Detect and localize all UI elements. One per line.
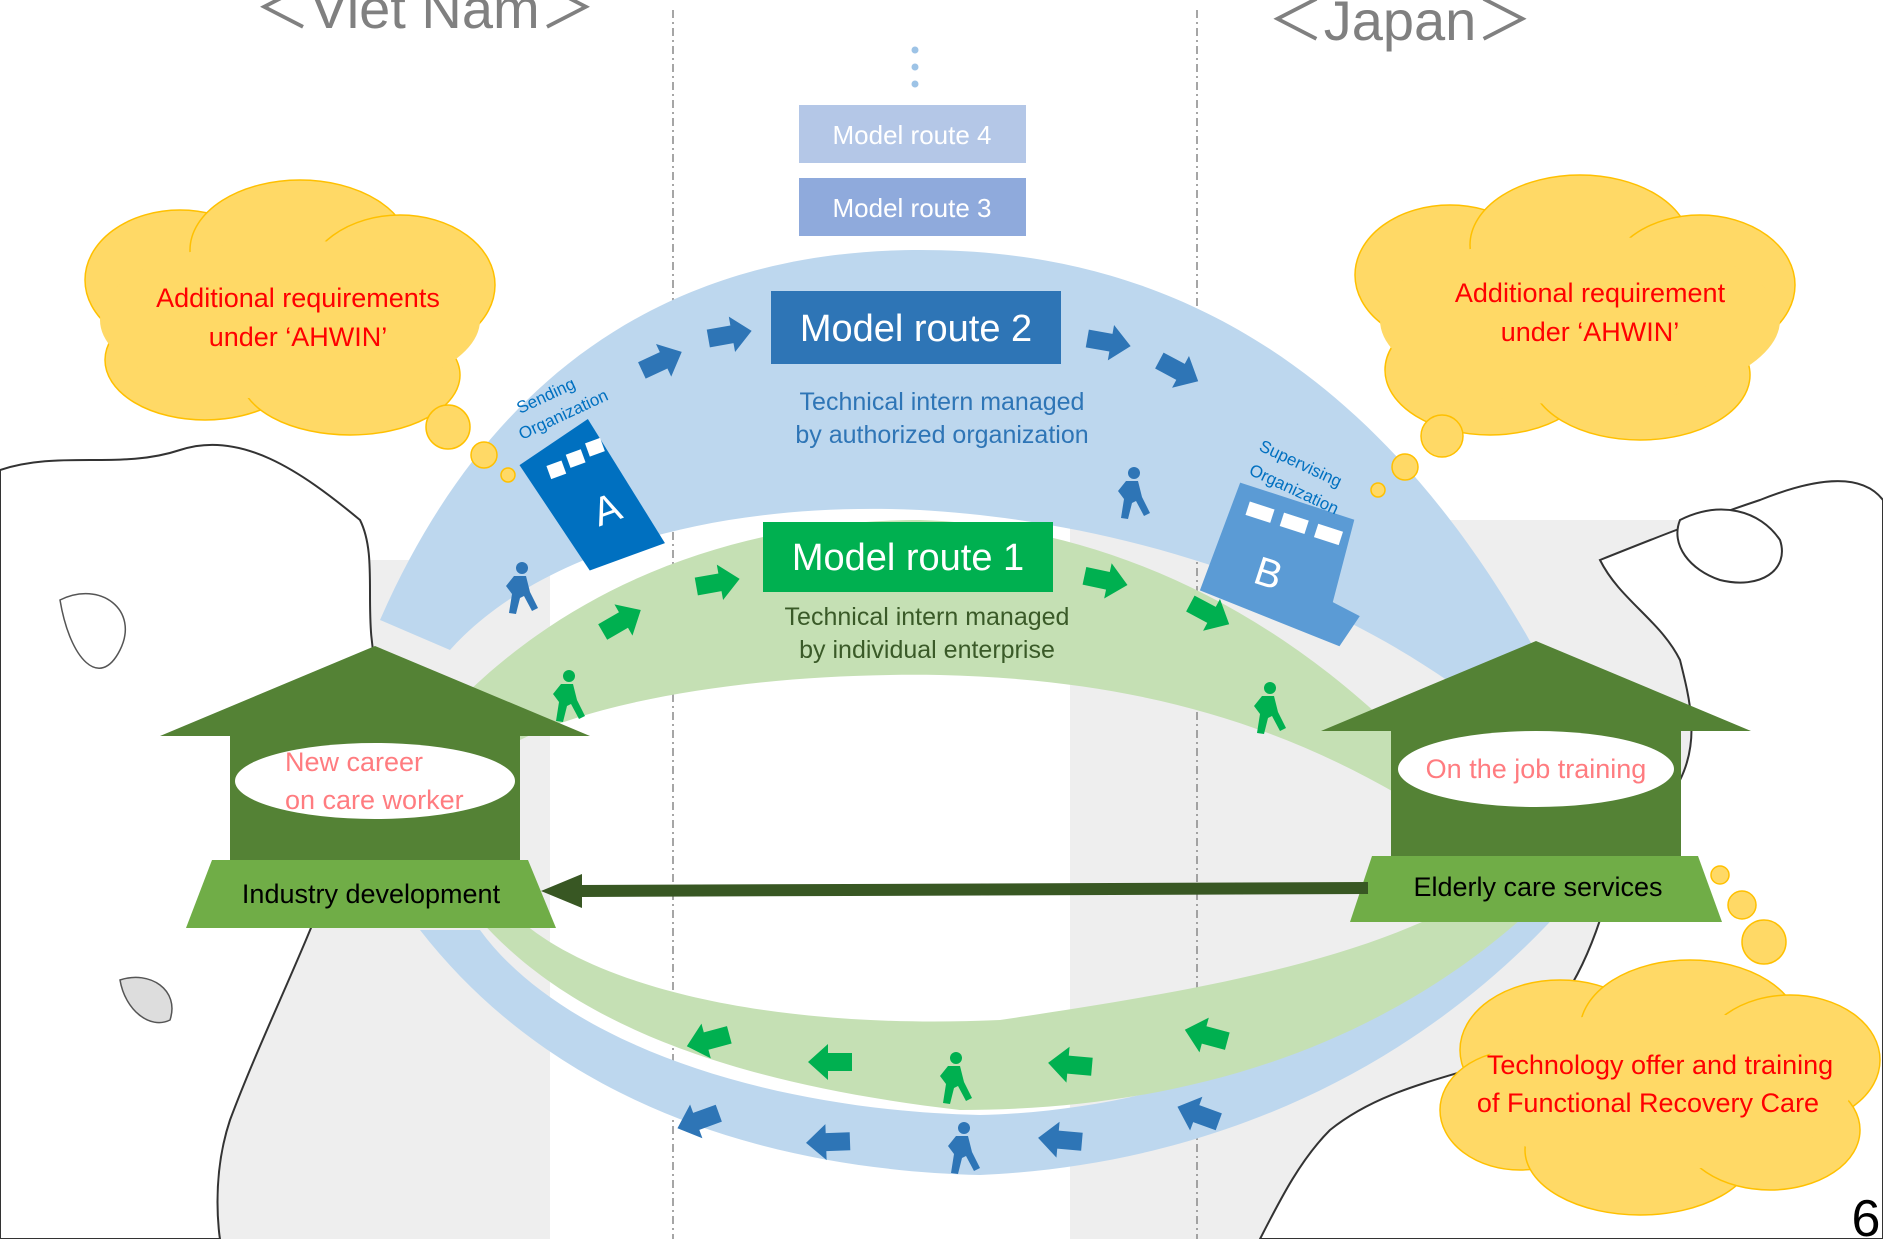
cloud-right-line2: under ‘AHWIN’ [1501,317,1680,347]
house-right-base-label: Elderly care services [1413,872,1662,902]
house-left-oval-line1: New career [285,747,423,777]
building-b-icon [1199,482,1360,647]
header-japan: ＜Japan＞ [1268,0,1533,52]
house-right-oval-label: On the job training [1426,754,1647,784]
transfer-arrow-shaft [579,882,1369,897]
house-left-base-label: Industry development [242,879,501,909]
sending-organization: A [519,418,665,571]
model-route-2-desc-line1: Technical intern managed [800,388,1085,416]
return-band-green [480,880,1520,1110]
cloud-bottom-line2: of Functional Recovery Care [1477,1088,1819,1118]
model-route-stack: Model route 4 Model route 3 [799,46,1026,236]
return-band-blue [420,860,1570,1175]
cloud-left [84,179,516,483]
cloud-right [1354,174,1796,498]
model-route-4-box [799,105,1026,163]
model-route-2-label: Model route 2 [800,308,1032,350]
model-route-1-desc-line2: by individual enterprise [799,636,1055,664]
transfer-arrow [541,874,1369,908]
model-route-1-desc-line1: Technical intern managed [785,603,1070,631]
model-route-2-desc-line2: by authorized organization [795,421,1088,449]
model-route-2-box [771,291,1061,364]
model-route-3-box [799,178,1026,236]
model-route-1-box [763,522,1053,592]
transfer-arrow-head-icon [541,874,582,908]
cloud-left-line2: under ‘AHWIN’ [209,322,388,352]
page-number: 6 [1852,1190,1881,1239]
cloud-right-line1: Additional requirement [1455,278,1726,308]
supervising-organization: B [1199,482,1360,647]
house-right-oval [1398,731,1674,807]
house-left-oval-line2: on care worker [285,785,464,815]
building-a-icon [519,418,665,571]
model-route-4-label: Model route 4 [833,120,992,150]
house-left-base [186,860,556,928]
header-vietnam: ＜Viet Nam＞ [254,0,595,40]
house-left-oval [235,743,515,819]
house-right-base [1350,856,1722,922]
model-route-1-label: Model route 1 [792,537,1024,579]
cloud-bottom-line1: Technology offer and training [1487,1050,1833,1080]
route1-arc [460,520,1460,820]
cloud-bottom [1439,865,1881,1216]
cloud-left-line1: Additional requirements [156,283,440,313]
model-route-3-label: Model route 3 [833,193,992,223]
